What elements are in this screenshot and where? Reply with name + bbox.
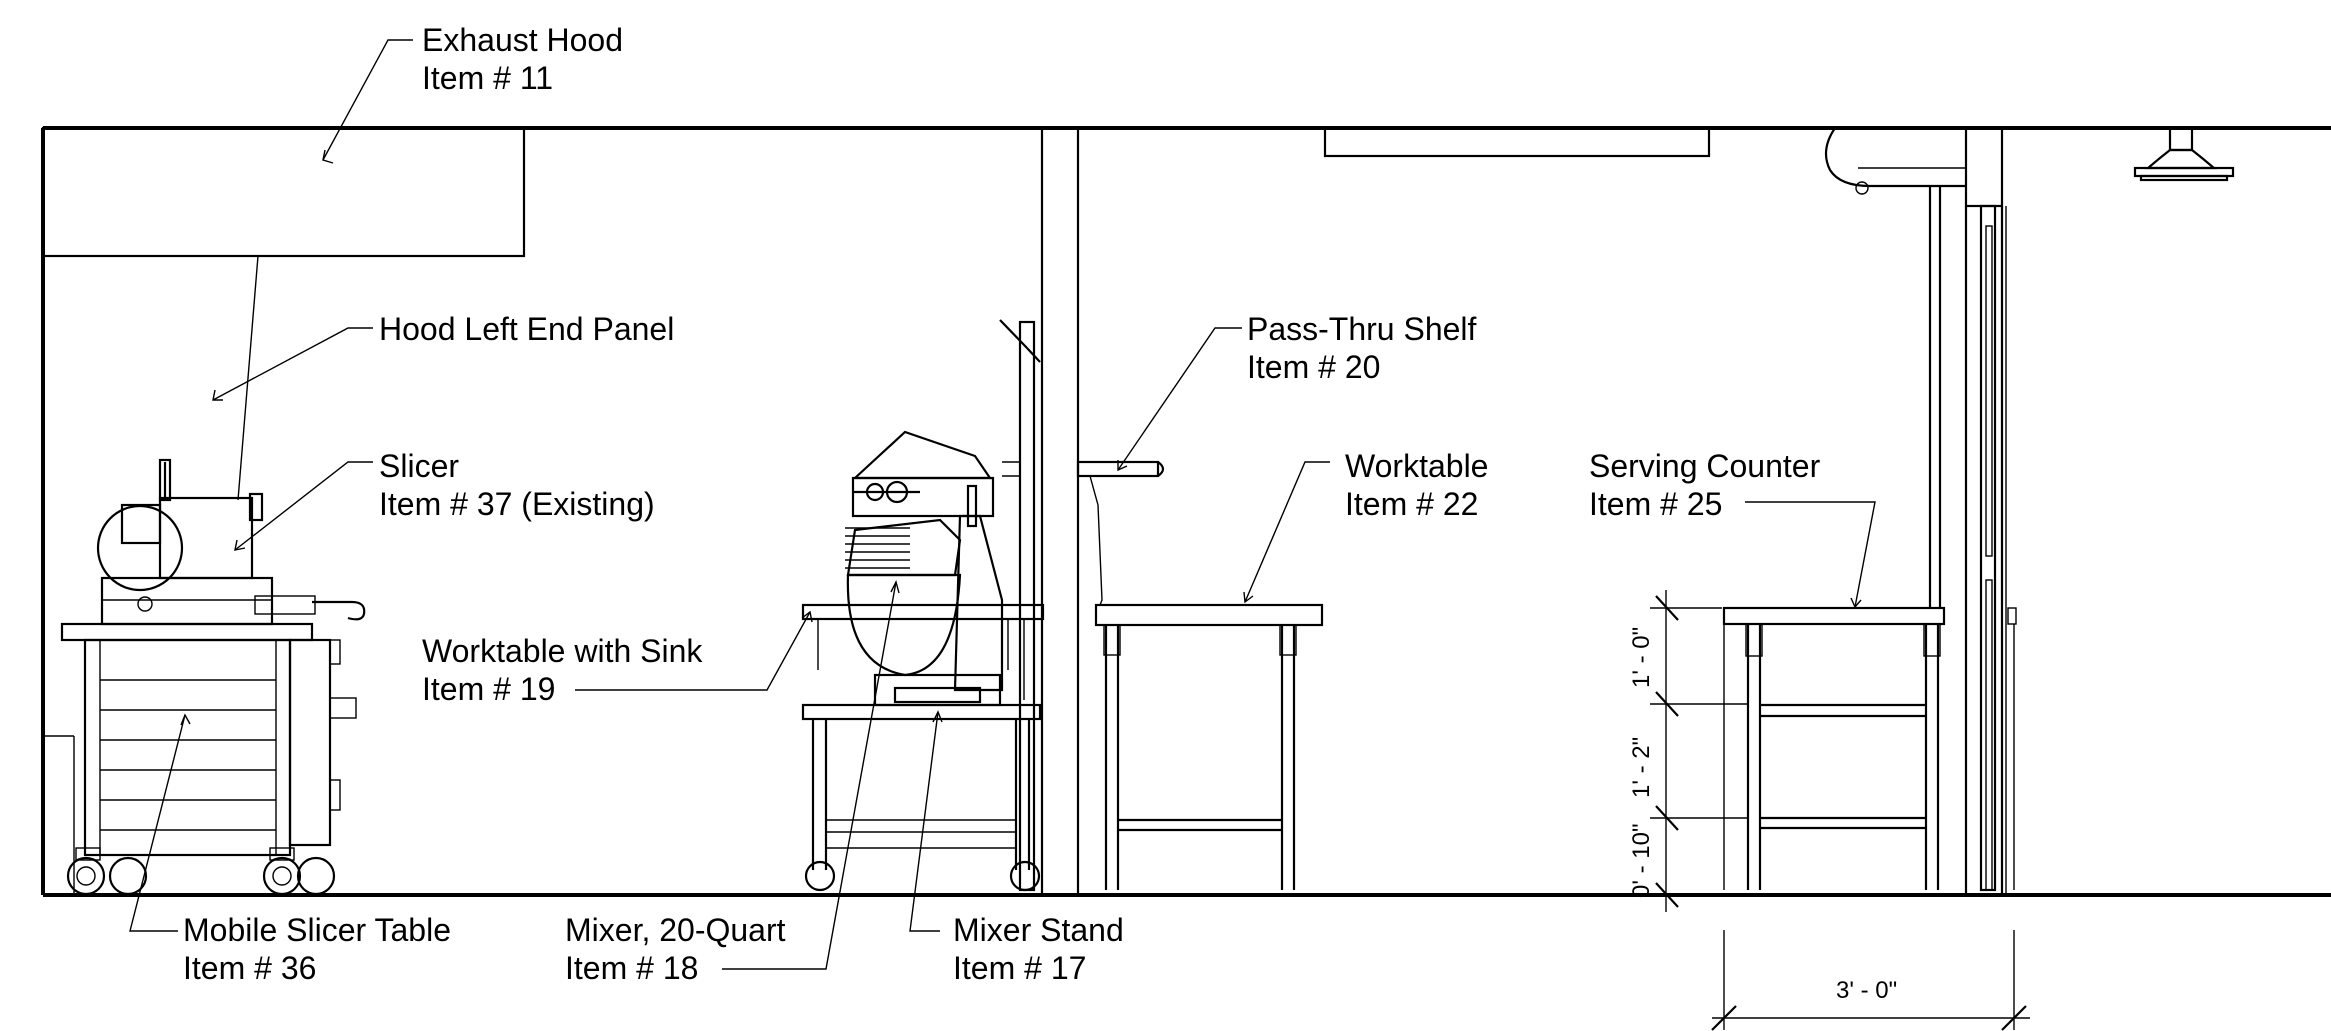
- label-worktable-with-sink: Worktable with Sink: [422, 633, 703, 669]
- dim-counter-width: 3' - 0": [1836, 977, 1897, 1004]
- door-frame: [1964, 126, 2007, 895]
- label-mixer-stand: Mixer Stand: [953, 912, 1124, 948]
- slicer: [96, 458, 366, 626]
- label-slicer: Slicer: [379, 448, 459, 484]
- label-mobile-slicer-table-item: Item # 36: [183, 950, 316, 986]
- dim-counter-height-top: 1' - 0": [1628, 627, 1655, 688]
- label-exhaust-hood-item: Item # 11: [422, 60, 553, 96]
- label-hood-left-end-panel: Hood Left End Panel: [379, 311, 674, 347]
- ceiling-light-fixture: [1323, 126, 1711, 158]
- label-worktable-item: Item # 22: [1345, 486, 1478, 522]
- label-mixer: Mixer, 20-Quart: [565, 912, 786, 948]
- pendant-fixture: [2133, 126, 2235, 182]
- worktable: [1094, 603, 1324, 890]
- pass-thru-shelf: [1002, 460, 1165, 606]
- label-slicer-item: Item # 37 (Existing): [379, 486, 655, 522]
- worktable-with-sink: [801, 603, 1045, 700]
- utensil-rack: [999, 319, 1041, 892]
- dim-counter-height-low: 0' - 10": [1628, 824, 1655, 898]
- label-pass-thru-shelf: Pass-Thru Shelf: [1247, 311, 1477, 347]
- center-column: [1040, 128, 1080, 895]
- serving-counter: [1722, 606, 2017, 890]
- leader-lines: [129, 39, 1876, 970]
- sneeze-guard: [1824, 127, 1966, 608]
- exhaust-hood: [41, 126, 526, 258]
- dim-counter-height-mid: 1' - 2": [1628, 737, 1655, 798]
- mobile-slicer-table: [43, 622, 357, 896]
- mixer-stand: [801, 703, 1042, 892]
- horizontal-dimension: [1711, 930, 2030, 1031]
- label-pass-thru-shelf-item: Item # 20: [1247, 349, 1380, 385]
- label-worktable: Worktable: [1345, 448, 1488, 484]
- label-mixer-item: Item # 18: [565, 950, 698, 986]
- label-serving-counter: Serving Counter: [1589, 448, 1821, 484]
- mixer: [845, 430, 1004, 707]
- hood-left-end-panel: [237, 255, 259, 501]
- label-worktable-with-sink-item: Item # 19: [422, 671, 555, 707]
- label-mobile-slicer-table: Mobile Slicer Table: [183, 912, 451, 948]
- label-exhaust-hood: Exhaust Hood: [422, 22, 623, 58]
- label-mixer-stand-item: Item # 17: [953, 950, 1086, 986]
- label-serving-counter-item: Item # 25: [1589, 486, 1722, 522]
- vertical-dimension: [1650, 590, 1748, 912]
